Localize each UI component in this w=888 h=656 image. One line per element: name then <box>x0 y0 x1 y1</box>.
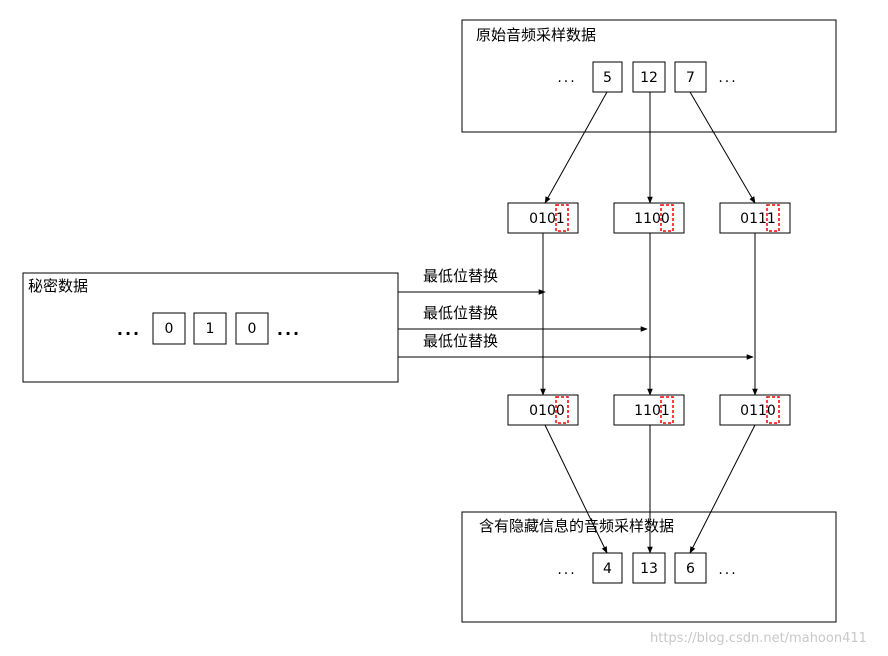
lsb-highlight <box>766 396 780 424</box>
stego-audio-box: 含有隐藏信息的音频采样数据 ... 4 13 6 ... <box>461 511 837 623</box>
binary-value: 0100 <box>529 403 565 419</box>
secret-bit-value: 0 <box>165 321 174 337</box>
binary-value: 0101 <box>529 211 565 227</box>
watermark-text: https://blog.csdn.net/mahoon411 <box>650 631 867 646</box>
original-ellipsis-right: ... <box>718 70 737 86</box>
lsb-highlight <box>660 396 674 424</box>
flow-arrow <box>544 91 608 204</box>
binary-value: 0111 <box>740 211 776 227</box>
lsb-highlight <box>555 396 569 424</box>
secret-ellipsis-left: ... <box>117 320 141 339</box>
original-sample-value: 12 <box>640 70 658 86</box>
binary-original-row: 0101 1100 0111 <box>507 202 791 234</box>
original-sample-cell <box>592 61 623 93</box>
original-sample-cell <box>632 61 666 93</box>
stego-sample-cell <box>632 552 666 584</box>
stego-sample-cell <box>592 552 623 584</box>
lsb-highlight <box>555 204 569 232</box>
original-audio-title: 原始音频采样数据 <box>476 26 596 44</box>
binary-value: 1100 <box>634 211 670 227</box>
secret-bit-value: 0 <box>248 321 257 337</box>
lsb-highlight <box>660 204 674 232</box>
secret-data-box: 秘密数据 ... 0 1 0 ... <box>22 272 399 383</box>
lsb-replace-label: 最低位替换 <box>423 267 498 285</box>
stego-audio-title: 含有隐藏信息的音频采样数据 <box>479 517 674 535</box>
original-sample-value: 5 <box>603 70 612 86</box>
lsb-replace-label: 最低位替换 <box>423 332 498 350</box>
original-sample-cell <box>674 61 707 93</box>
secret-bit-cell <box>193 312 227 345</box>
secret-data-title: 秘密数据 <box>28 277 88 295</box>
binary-modified-row: 0100 1101 0110 <box>507 394 791 426</box>
original-sample-value: 7 <box>686 70 695 86</box>
flow-arrow <box>689 424 756 554</box>
stego-sample-value: 4 <box>603 561 612 577</box>
stego-sample-cell <box>674 552 707 584</box>
stego-ellipsis-left: ... <box>557 562 576 578</box>
stego-sample-value: 13 <box>640 561 658 577</box>
binary-value: 0110 <box>740 403 776 419</box>
original-ellipsis-left: ... <box>557 70 576 86</box>
original-audio-box: 原始音频采样数据 ... 5 12 7 ... <box>461 19 837 133</box>
binary-value: 1101 <box>634 403 670 419</box>
stego-ellipsis-right: ... <box>718 562 737 578</box>
lsb-replace-label: 最低位替换 <box>423 304 498 322</box>
lsb-highlight <box>766 204 780 232</box>
secret-bit-cell <box>235 312 269 345</box>
stego-sample-value: 6 <box>686 561 695 577</box>
flow-arrow <box>544 424 608 554</box>
secret-ellipsis-right: ... <box>277 320 301 339</box>
secret-bit-value: 1 <box>206 321 215 337</box>
flow-arrow <box>689 91 756 204</box>
secret-bit-cell <box>152 312 186 345</box>
